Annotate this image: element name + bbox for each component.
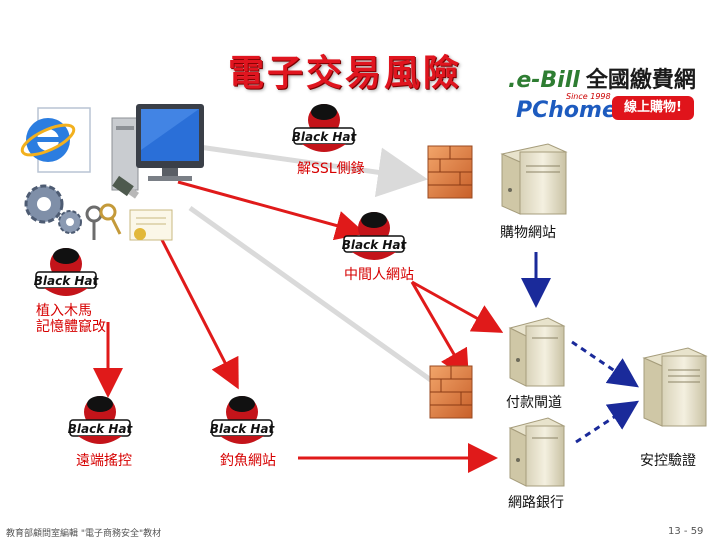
bank-server-icon (508, 417, 566, 487)
ie-browser-icon (20, 107, 91, 173)
black-hat-text: Black Hat (342, 238, 408, 252)
gears-icon (24, 184, 82, 234)
client-computer-icon (111, 104, 204, 191)
label-security-verification: 安控驗證 (640, 453, 696, 469)
black-hat-hacker-icon: Black Hat (34, 248, 100, 296)
black-hat-hacker-icon: Black Hat (292, 104, 358, 152)
label-shop-site: 購物網站 (500, 225, 556, 241)
pchome-name: PChome (516, 98, 617, 123)
certificate-icon (129, 209, 173, 241)
slide-title: 電子交易風險 (228, 52, 463, 94)
black-hat-hacker-icon: Black Hat (210, 396, 276, 444)
security-server-icon (642, 347, 708, 427)
black-hat-text: Black Hat (34, 274, 100, 288)
pchome-shop-badge: 線上購物! (612, 96, 694, 120)
ebill-name: 全國繳費網 (585, 68, 696, 93)
label-phishing-site: 釣魚網站 (220, 453, 276, 469)
black-hat-text: Black Hat (68, 422, 134, 436)
attack-arrow (410, 281, 470, 381)
pchome-since: Since 1998 (566, 92, 611, 101)
label-payment-gateway: 付款閘道 (506, 395, 562, 411)
label-mitm-site: 中間人網站 (344, 267, 414, 283)
attack-arrow (177, 180, 366, 241)
pchome-logo: Since 1998 PChome 線上購物! (516, 92, 696, 124)
ebill-prefix: .e-Bill (508, 68, 580, 93)
shop-server-icon (500, 143, 568, 215)
usb-drive-icon (112, 175, 139, 199)
black-hat-hacker-icon: Black Hat (342, 212, 408, 260)
attack-arrow (411, 280, 504, 333)
flow-arrow-blue-dashed (571, 340, 639, 388)
flow-arrow-grey (184, 142, 428, 198)
black-hat-hacker-icon: Black Hat (68, 396, 134, 444)
firewall-icon (429, 365, 473, 419)
footer-source: 教育部顧問室編輯 "電子商務安全"教材 (6, 529, 162, 539)
label-memory-tamper: 記憶體竄改 (36, 319, 106, 335)
black-hat-text: Black Hat (292, 130, 358, 144)
black-hat-text: Black Hat (210, 422, 276, 436)
flow-arrow-blue-dashed (575, 400, 640, 444)
label-ssl-sniffing: 解SSL側錄 (297, 161, 365, 177)
firewall-icon (427, 145, 473, 199)
attack-arrow (158, 235, 239, 390)
label-remote-control: 遠端搖控 (76, 453, 132, 469)
payment-gateway-server-icon (508, 317, 566, 387)
flow-arrow-grey (188, 205, 472, 411)
label-trojan: 植入木馬 (36, 303, 92, 319)
page-number: 13 - 59 (668, 526, 704, 537)
keys-icon (85, 203, 122, 240)
label-online-bank: 網路銀行 (508, 495, 564, 511)
